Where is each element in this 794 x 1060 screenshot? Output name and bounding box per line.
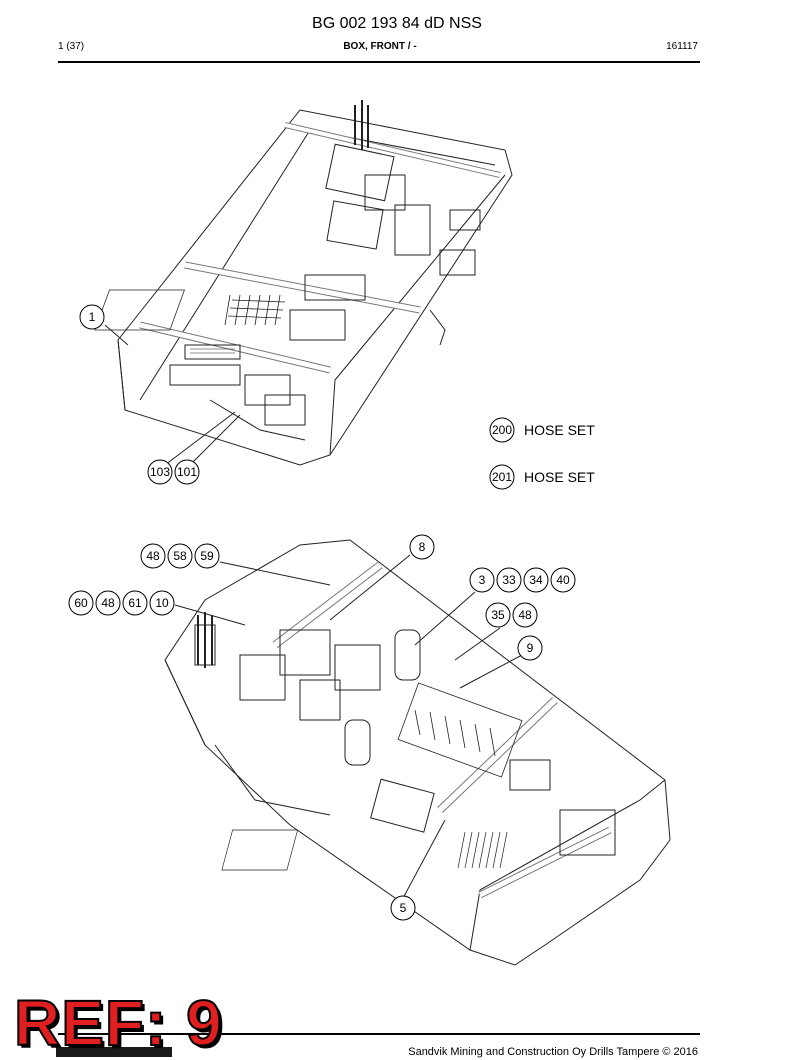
legend-item-hose-set: HOSE SET <box>524 422 595 438</box>
callout-label: 48 <box>518 608 532 622</box>
callout-label: 48 <box>146 549 160 563</box>
callout-label: 35 <box>491 608 505 622</box>
callout-label: 60 <box>74 596 88 610</box>
callout-bubbles <box>68 304 576 921</box>
page-number: 1 (37) <box>58 41 85 52</box>
footer-copyright: Sandvik Mining and Construction Oy Drill… <box>408 1046 698 1058</box>
callout-label: 8 <box>419 540 426 554</box>
callout-label: 200 <box>492 423 512 437</box>
header-rule <box>58 61 700 63</box>
callout-label: 59 <box>200 549 214 563</box>
bottom-assembly-drawing <box>164 539 671 966</box>
footer-rule <box>58 1033 700 1035</box>
callout-label: 10 <box>155 596 169 610</box>
sandvik-logo <box>56 1047 172 1057</box>
callout-label: 1 <box>89 310 96 324</box>
legend-item-hose-set: HOSE SET <box>524 469 595 485</box>
callout-label: 40 <box>556 573 570 587</box>
top-assembly-drawing <box>94 100 513 466</box>
callout-label: 201 <box>492 470 512 484</box>
document-title: BG 002 193 84 dD NSS <box>312 15 482 32</box>
callout-label: 103 <box>150 465 170 479</box>
callout-label: 58 <box>173 549 187 563</box>
section-title: BOX, FRONT / - <box>343 41 417 52</box>
callout-label: 5 <box>400 901 407 915</box>
callout-label: 101 <box>177 465 197 479</box>
callout-label: 34 <box>529 573 543 587</box>
callout-label: 48 <box>101 596 115 610</box>
callout-label: 33 <box>502 573 516 587</box>
callout-labels: 1 103 101 200 201 48 58 59 8 60 48 61 10… <box>74 310 570 915</box>
ref-banner: REF: 9 <box>13 986 223 1060</box>
document-code: 161117 <box>666 41 698 52</box>
callout-label: 61 <box>128 596 142 610</box>
callout-label: 3 <box>479 573 486 587</box>
callout-label: 9 <box>527 641 534 655</box>
